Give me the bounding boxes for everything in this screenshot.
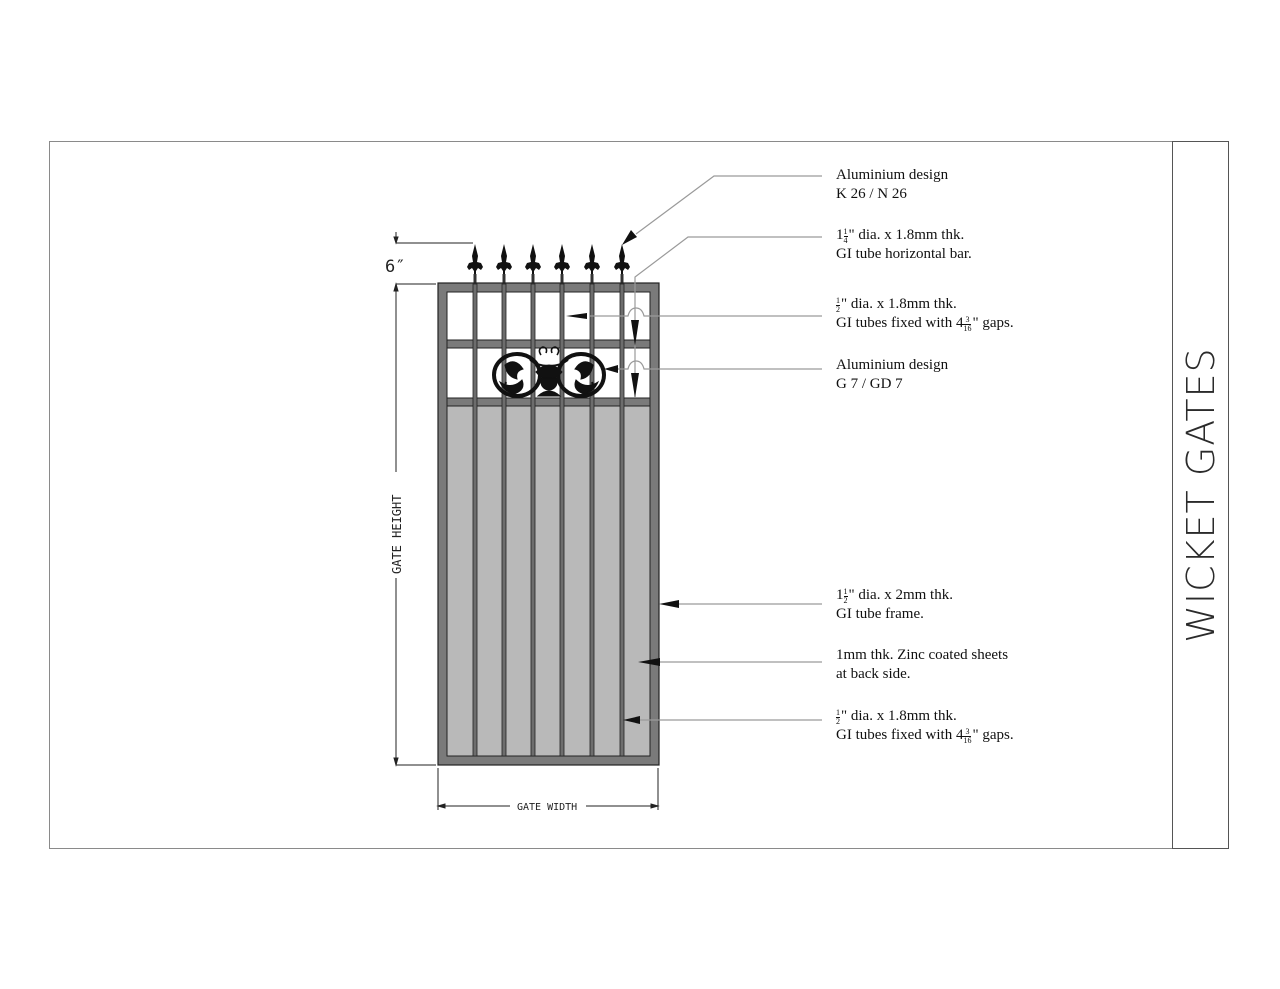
finial-height-dimension (393, 232, 473, 245)
note-line: 1mm thk. Zinc coated sheets (836, 647, 1009, 663)
note-line: Aluminium design (836, 357, 949, 373)
horizontal-bars (446, 339, 651, 407)
note-line: GI tube horizontal bar. (836, 246, 972, 262)
finial-height-label: 6″ (385, 257, 405, 277)
leader-arrowheads (566, 230, 679, 724)
aluminium-ornament-panel (492, 346, 606, 398)
note-zinc-sheets: 1mm thk. Zinc coated sheets at back side… (836, 646, 1008, 684)
title-block: WICKET GATES (1172, 141, 1229, 849)
note-line: at back side. (836, 666, 911, 682)
note-aluminium-design-top: Aluminium design K 26 / N 26 (836, 166, 948, 204)
note-aluminium-design-mid: Aluminium design G 7 / GD 7 (836, 356, 948, 394)
gate-height-dimension (393, 282, 436, 767)
note-line: GI tube frame. (836, 606, 924, 622)
note-line: Aluminium design (836, 167, 949, 183)
vertical-tubes (472, 283, 625, 757)
gate-height-label: GATE HEIGHT (390, 495, 404, 574)
gate-width-dimension (436, 768, 660, 810)
zinc-sheet-panel (446, 405, 651, 757)
note-line: K 26 / N 26 (836, 186, 907, 202)
spear-finials (467, 244, 630, 284)
gate-width-label: GATE WIDTH (517, 802, 577, 813)
note-line: G 7 / GD 7 (836, 376, 903, 392)
